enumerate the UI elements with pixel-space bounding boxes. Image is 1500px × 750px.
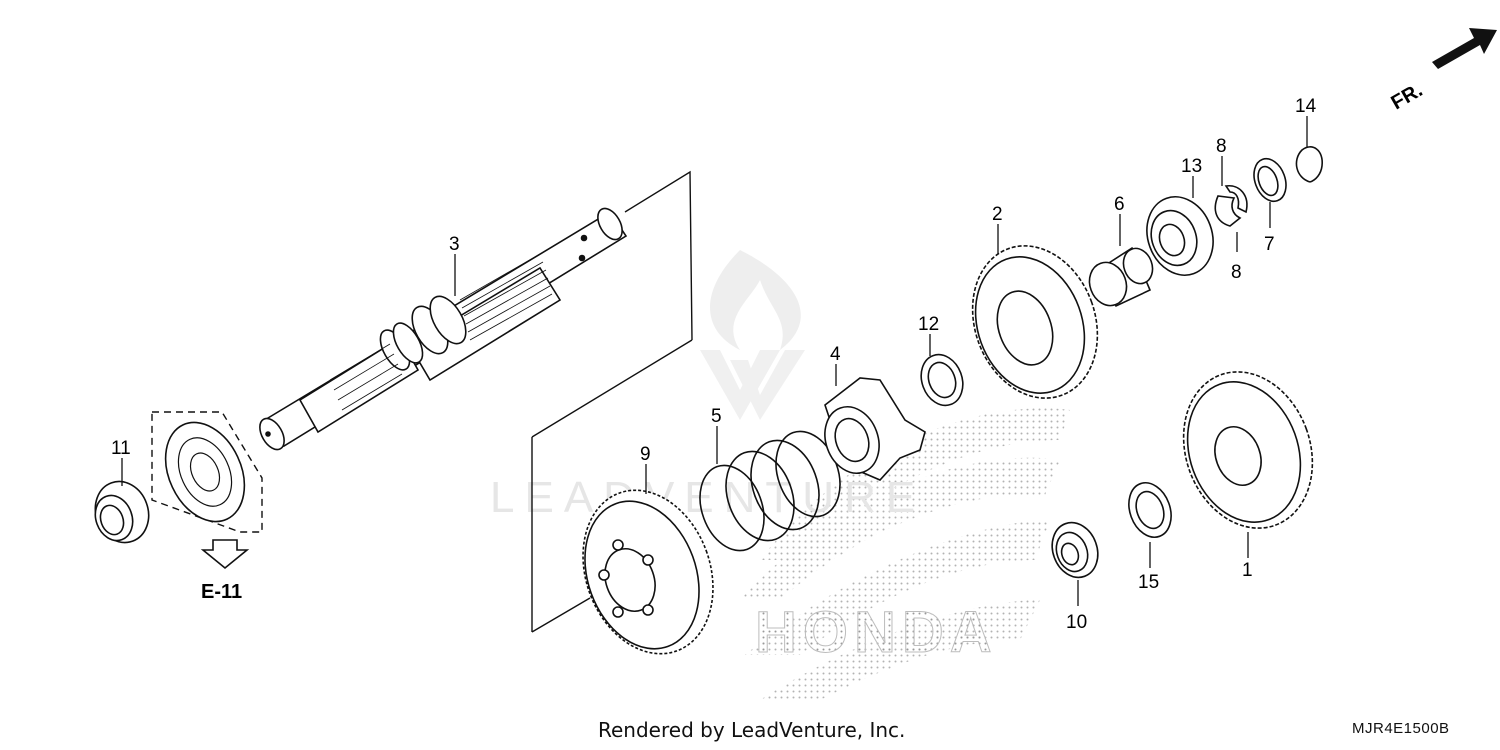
- collar-7-part: [1253, 157, 1287, 203]
- flange-nut-part: [1051, 521, 1099, 579]
- callout-4: 4: [830, 344, 841, 365]
- leadventure-watermark-text: LEADVENTURE: [490, 473, 925, 522]
- callout-5: 5: [711, 406, 722, 427]
- bushing-part: [1088, 246, 1154, 308]
- gear-2-part: [971, 245, 1099, 399]
- gear-9-part: [582, 489, 714, 655]
- callout-1: 1: [1242, 560, 1253, 581]
- gear-1-part: [1182, 371, 1314, 529]
- callout-6: 6: [1114, 194, 1125, 215]
- reference-label-e11: E-11: [201, 581, 242, 603]
- washer-12-part: [920, 353, 964, 407]
- damper-cam-part: [824, 377, 926, 481]
- honda-wing-watermark: [740, 408, 1070, 700]
- bearing-13-part: [1146, 196, 1214, 276]
- callout-8-bottom: 8: [1231, 262, 1242, 283]
- front-direction-arrow-icon: [1432, 28, 1497, 69]
- callout-15: 15: [1138, 572, 1159, 593]
- rendered-by-footer: Rendered by LeadVenture, Inc.: [598, 718, 906, 742]
- assembly-frame: [531, 170, 693, 633]
- spring-part: [699, 430, 841, 552]
- mainshaft-splines: [329, 253, 553, 411]
- callout-12: 12: [918, 314, 939, 335]
- callout-3: 3: [449, 234, 460, 255]
- washer-15-part: [1128, 482, 1172, 538]
- callout-2: 2: [992, 204, 1003, 225]
- honda-watermark-text: HONDA: [755, 600, 998, 665]
- circlip-part: [1295, 146, 1323, 183]
- collar-8-part: [1214, 185, 1248, 227]
- callout-8-top: 8: [1216, 136, 1227, 157]
- callout-9: 9: [640, 444, 651, 465]
- callout-11: 11: [111, 438, 131, 459]
- bearing-reference-part: [151, 411, 263, 570]
- callout-7: 7: [1264, 234, 1275, 255]
- callout-14: 14: [1295, 96, 1317, 117]
- callout-13: 13: [1181, 156, 1202, 177]
- leadventure-watermark-logo: [700, 250, 805, 420]
- locknut-part: [94, 480, 150, 544]
- front-direction-label: FR.: [1388, 79, 1427, 114]
- diagram-code: MJR4E1500B: [1352, 720, 1450, 737]
- callout-10: 10: [1066, 612, 1087, 633]
- mainshaft-part: [259, 207, 628, 451]
- leader-lines: [121, 116, 1308, 606]
